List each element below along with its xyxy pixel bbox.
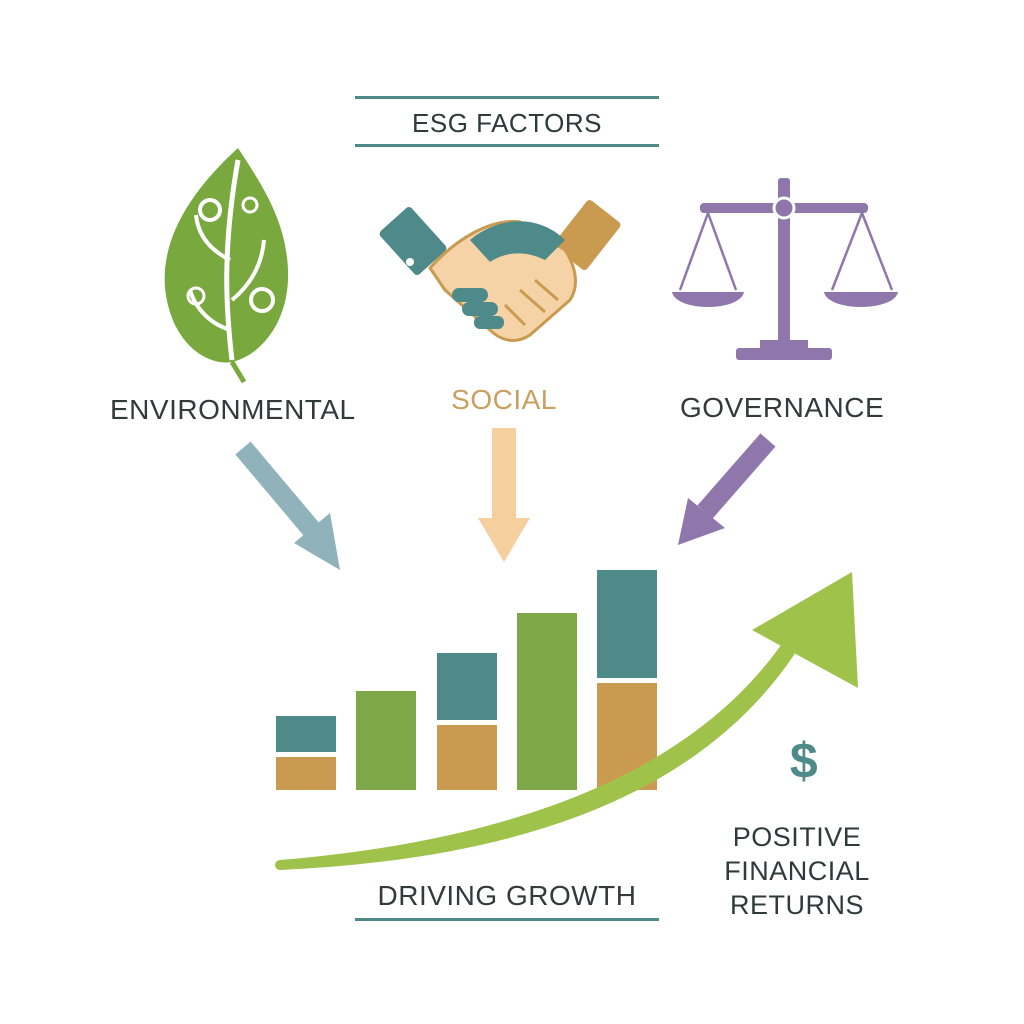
bar-1-bottom	[276, 757, 336, 790]
governance-arrow	[678, 433, 776, 545]
scales-icon	[672, 178, 898, 360]
leaf-icon	[164, 148, 289, 384]
bar-3-top	[437, 653, 497, 720]
returns-text: POSITIVE FINANCIAL RETURNS	[712, 820, 882, 922]
returns-line-2: FINANCIAL	[724, 856, 870, 886]
returns-line-3: RETURNS	[729, 890, 864, 920]
bar-2	[356, 691, 416, 790]
social-label: SOCIAL	[451, 384, 557, 415]
diagram-title: ESG FACTORS	[412, 108, 602, 138]
dollar-icon: $	[789, 733, 819, 789]
social-arrow	[478, 428, 530, 562]
bar-1-top	[276, 716, 336, 752]
growth-underline	[355, 918, 659, 921]
handshake-icon	[379, 200, 621, 342]
growth-arrow	[275, 572, 858, 870]
environmental-arrow	[235, 441, 340, 570]
environmental-label: ENVIRONMENTAL	[110, 394, 356, 425]
bar-4	[517, 613, 577, 790]
bar-group	[276, 570, 657, 790]
governance-label: GOVERNANCE	[680, 392, 885, 423]
returns-line-1: POSITIVE	[732, 822, 862, 852]
bar-5-top	[597, 570, 657, 678]
title-bottom-rule	[355, 144, 659, 147]
growth-label: DRIVING GROWTH	[377, 880, 637, 911]
bar-3-bottom	[437, 725, 497, 790]
title-top-rule	[355, 96, 659, 99]
